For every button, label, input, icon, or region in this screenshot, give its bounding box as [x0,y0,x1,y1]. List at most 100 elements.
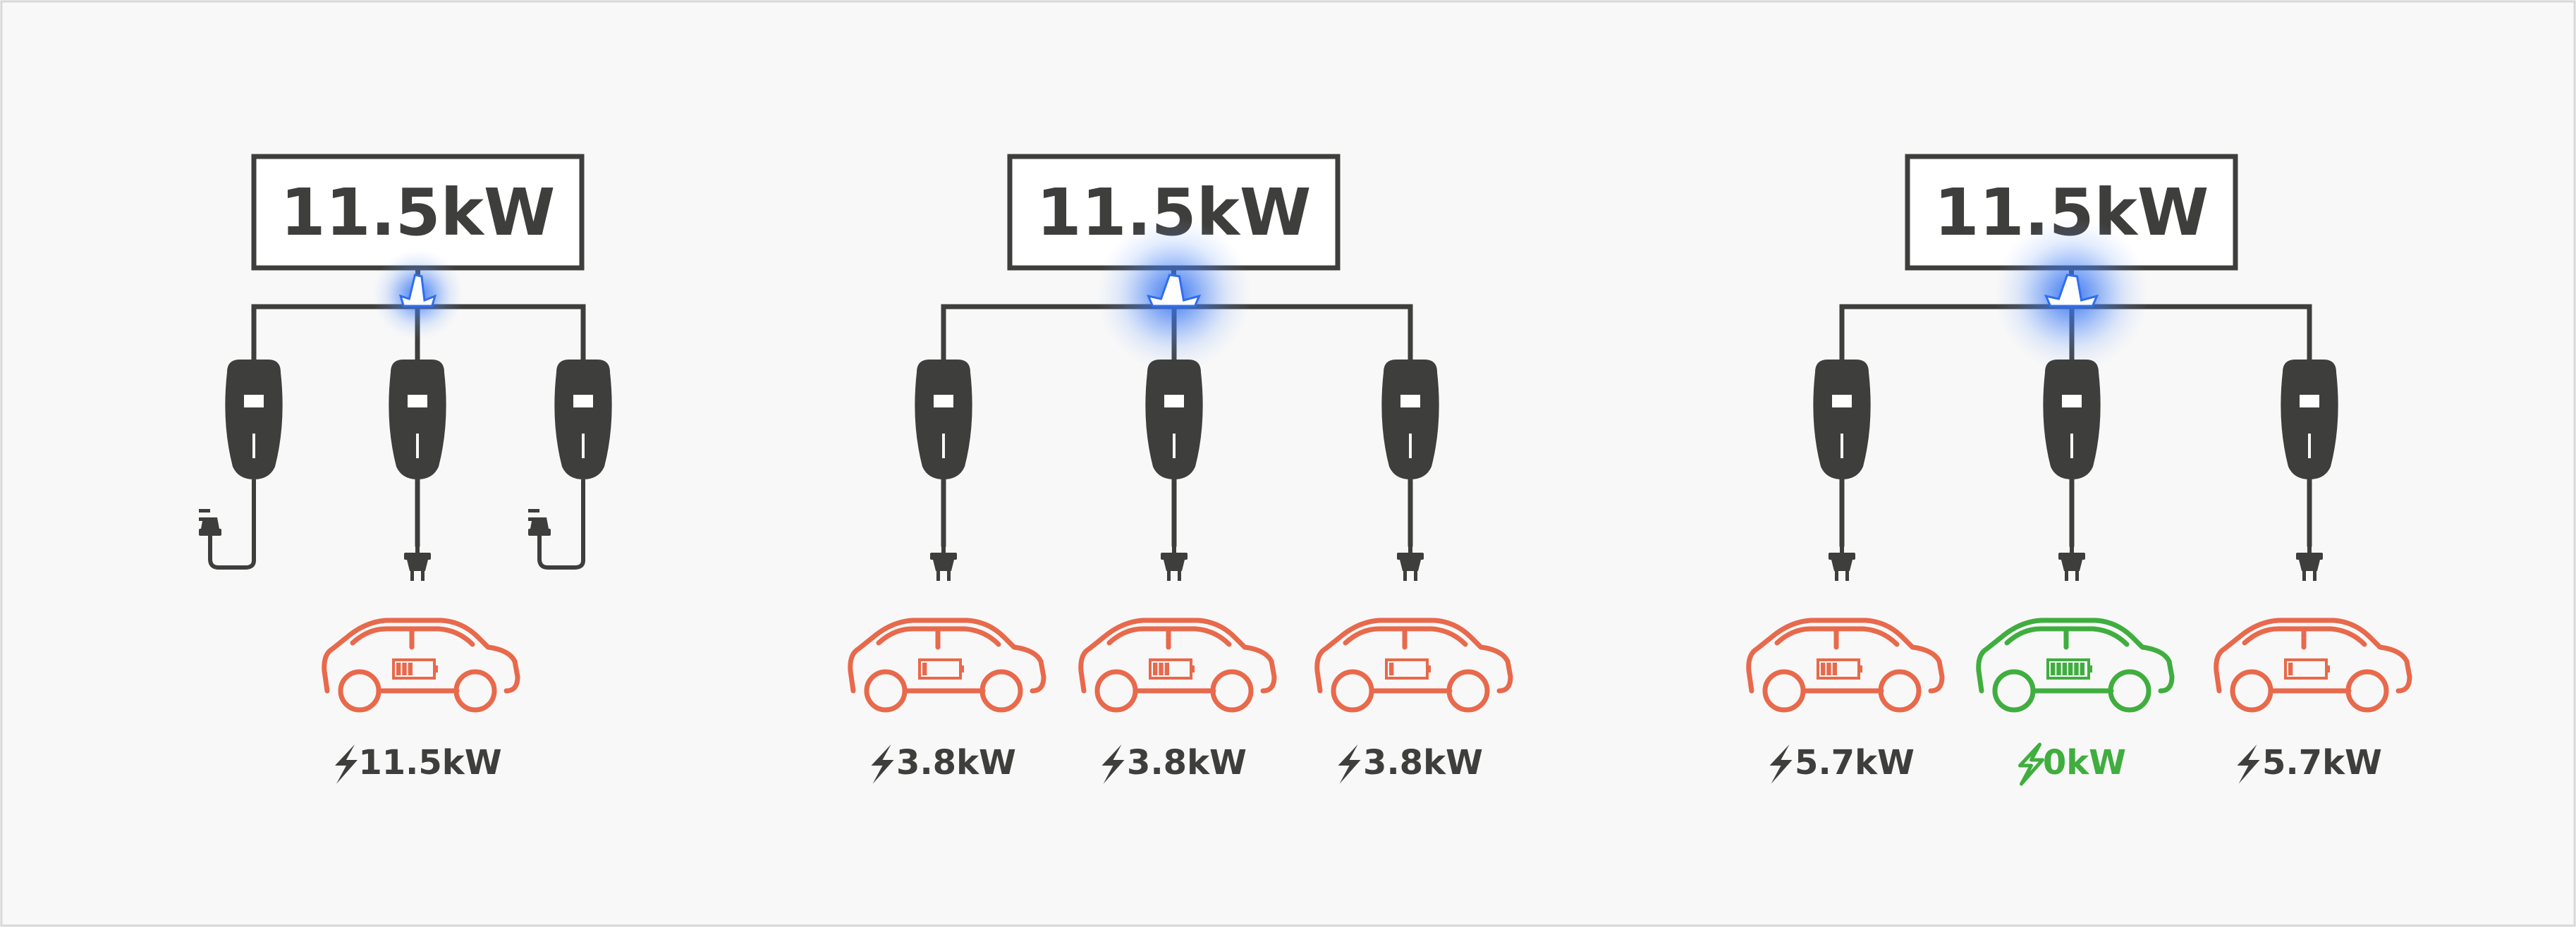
charger-screen [244,395,264,407]
charger-body [554,360,612,479]
charger-body [1145,360,1203,479]
car-icon [1314,618,1513,713]
plug-cable [537,479,585,570]
battery-segment [2051,663,2056,675]
car-icon [848,618,1046,713]
plug-collar [404,553,431,560]
battery-segment [402,663,407,675]
plug-stem [1840,544,1844,554]
spark-icon [1146,274,1202,307]
battery-segment [2074,663,2079,675]
power-value: 3.8kW [1127,743,1247,782]
battery-segment [1164,663,1169,675]
charger-body [2281,360,2338,479]
battery-segment [2288,663,2293,675]
plug-stem [941,544,946,554]
charger-screen [573,395,593,407]
plug-head [407,560,428,571]
car-body [848,618,1046,694]
power-value: 0kW [2043,743,2126,782]
battery-segment [1821,663,1826,675]
charger-icon [554,360,612,479]
plug-prong-right [2075,571,2079,581]
power-readout: 5.7kW [2237,743,2382,784]
plug-prong-left [410,571,414,581]
plug-prong-left [528,509,539,512]
lightning-bolt-icon [1338,744,1361,784]
plug-stem [1408,544,1412,554]
charger-screen [2062,395,2082,407]
car-icon [1078,618,1277,713]
plug-prong-right [528,517,539,521]
battery-segment [1826,663,1831,675]
unplugged-cable [528,479,585,570]
plug-collar [1161,553,1188,560]
car-wheel-front [1094,669,1138,713]
plug-prong-left [2302,571,2306,581]
battery-tip [1859,665,1862,673]
plug-icon [1397,544,1424,581]
charger-body [1813,360,1871,479]
plug-collar [930,553,957,560]
plug-prong-left [2065,571,2068,581]
charger-body [1381,360,1439,479]
charger-screen [408,395,427,407]
plug-icon [2058,544,2085,581]
charger-icon [1813,360,1871,479]
charger-body [389,360,446,479]
battery-segment [2056,663,2061,675]
unplugged-cable [199,479,256,570]
plug-collar [528,529,551,536]
power-value: 5.7kW [1795,743,1915,782]
lightning-bolt-icon [2237,744,2260,784]
plug-prong-left [1167,571,1171,581]
power-readout: 5.7kW [1769,743,1915,784]
charger-screen [2300,395,2319,407]
plug-stem [2307,544,2312,554]
plug-head [2299,560,2320,571]
car-wheel-front [2230,669,2273,713]
power-readout: 11.5kW [335,743,502,784]
plug-cable [208,479,256,570]
plug-prong-right [199,517,210,521]
plug-head [1831,560,1852,571]
plug-head [1164,560,1185,571]
lightning-bolt-icon [335,744,358,784]
charger-icon [389,360,446,479]
plug-prong-right [2313,571,2316,581]
battery-tip [2326,665,2330,673]
car-wheel-rear [1210,669,1254,713]
car-wheel-rear [1446,669,1490,713]
power-readout: 0kW [2018,742,2126,786]
battery-tip [1427,665,1431,673]
car-wheel-front [1762,669,1806,713]
lightning-bolt-icon [1101,744,1125,784]
plug-collar [2296,553,2323,560]
charger-screen [1164,395,1184,407]
plug-head [933,560,954,571]
plug-prong-right [947,571,951,581]
power-readout: 3.8kW [871,743,1016,784]
power-value: 3.8kW [1363,743,1483,782]
car-body [1078,618,1277,694]
lightning-bolt-icon [1769,744,1793,784]
car-wheel-front [1992,669,2036,713]
car-wheel-front [1331,669,1374,713]
charger-screen [1400,395,1420,407]
plug-collar [2058,553,2085,560]
car-wheel-front [338,669,381,713]
plug-prong-left [1835,571,1838,581]
battery-segment [396,663,401,675]
power-readout: 3.8kW [1101,743,1247,784]
battery-segment [922,663,927,675]
plug-collar [1397,553,1424,560]
car-wheel-rear [979,669,1023,713]
plug-stem [1172,544,1176,554]
battery-segment [408,663,413,675]
plug-collar [199,529,221,536]
